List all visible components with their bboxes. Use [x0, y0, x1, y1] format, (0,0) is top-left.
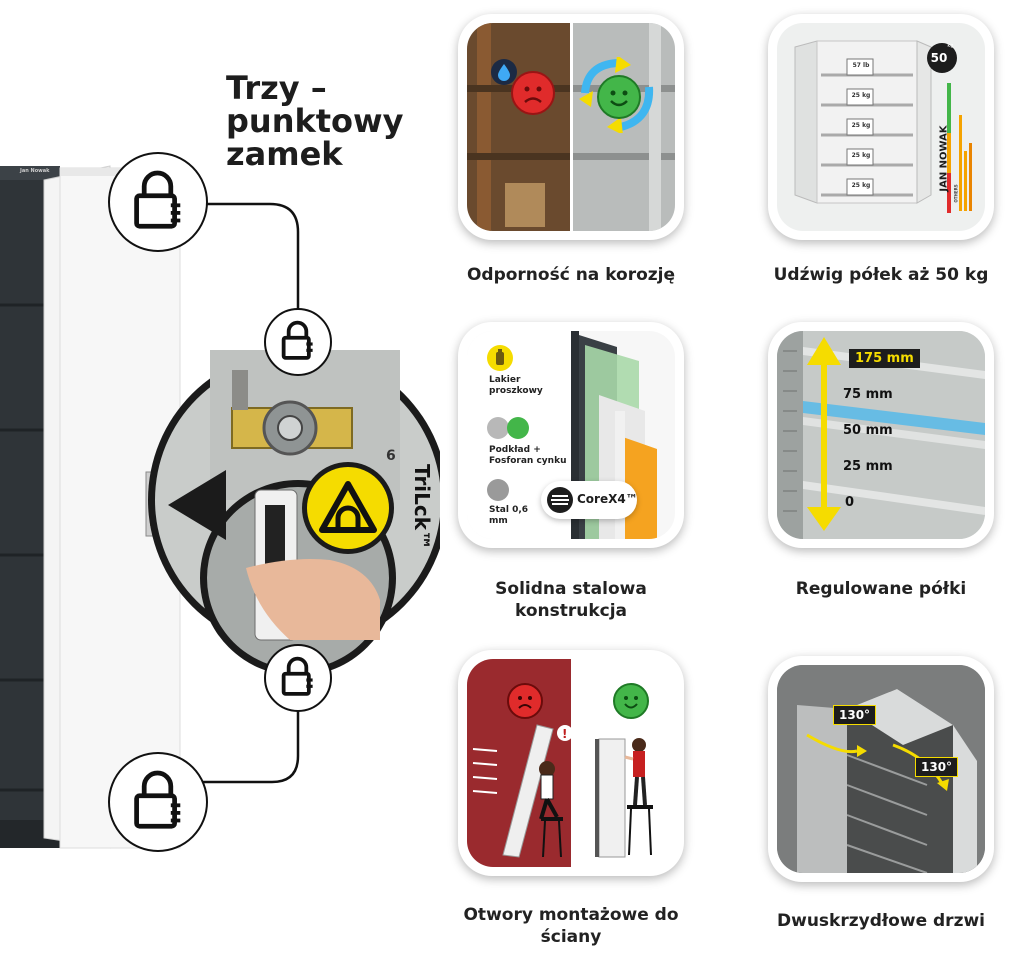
happy-face-icon [613, 683, 649, 719]
tile-construction: Lakier proszkowy Podkład + Fosforan cynk… [458, 322, 684, 548]
powder-paint-icon [487, 345, 513, 371]
height-25-label: 25 mm [843, 459, 893, 474]
shelf-weight-label: 25 kg [851, 152, 871, 159]
angle-left-badge: 130° [833, 705, 877, 725]
sad-face-icon [511, 71, 555, 115]
brand-vertical-label: JAN NOWAK [938, 125, 950, 192]
corex4-badge: CoreX4™ [541, 481, 638, 519]
padlock-circle-low [264, 644, 332, 712]
primer-icon [487, 417, 509, 439]
svg-text:!: ! [562, 727, 567, 741]
height-0-label: 0 [845, 495, 855, 510]
tile-corrosion [458, 14, 684, 240]
cabinet-load-illustration [794, 40, 972, 213]
others-label: OTHERS [953, 184, 959, 203]
tile-shelves: 175 mm 75 mm 50 mm 25 mm 0 [768, 322, 994, 548]
caption-corrosion: Odporność na korozję [466, 265, 676, 285]
padlock-icon [134, 170, 181, 229]
load-badge: 50 kg [927, 43, 957, 73]
caption-double-doors: Dwuskrzydłowe drzwi [777, 911, 985, 931]
layer-paint-label: Lakier proszkowy [489, 375, 543, 396]
trilock-logo-icon [302, 462, 394, 554]
layer-steel-label: Stal 0,6 mm [489, 505, 529, 526]
steel-icon [487, 479, 509, 501]
load-badge-value: 50 [930, 51, 948, 65]
caption-wall-mounting: Otwory montażowe do ściany [463, 905, 679, 947]
padlock-icon [134, 770, 181, 829]
trilock-label: TriLck™ [410, 464, 434, 551]
caption-shelves: Regulowane półki [795, 579, 967, 599]
caption-shelf-load: Udźwig półek aż 50 kg [773, 265, 989, 285]
tile-double-doors: 130° 130° [768, 656, 994, 882]
happy-face-icon [597, 75, 641, 119]
padlock-icon [281, 320, 313, 360]
recycle-arrows-icon [577, 55, 657, 135]
shelf-weight-label: 25 kg [851, 92, 871, 99]
tile-shelf-load: 57 lb 25 kg 25 kg 25 kg 25 kg 50 kg JAN N… [768, 14, 994, 240]
padlock-circle-top [108, 152, 208, 252]
padlock-circle-mid [264, 308, 332, 376]
load-badge-unit: kg [947, 43, 954, 49]
shelf-weight-label: 25 kg [851, 122, 871, 129]
padlock-icon [281, 656, 313, 696]
lock-diagram: 6 Tr [0, 0, 440, 968]
height-175-label: 175 mm [849, 349, 920, 368]
corex4-label: CoreX4™ [577, 492, 638, 506]
tile-wall-mounting: ! [458, 650, 684, 876]
zinc-icon [507, 417, 529, 439]
svg-text:6: 6 [386, 448, 396, 464]
caption-construction: Solidna stalowa konstrukcja [495, 579, 647, 621]
shelf-height-illustration [777, 331, 985, 539]
layer-primer-label: Podkład + Fosforan cynku [489, 445, 567, 466]
tipping-cabinet-illustration: ! [472, 724, 653, 858]
cabinet-brand: Jan Nowak [20, 168, 50, 174]
shelf-weight-label: 57 lb [852, 62, 870, 69]
cabinet-illustration: 6 [0, 165, 440, 849]
padlock-circle-bottom [108, 752, 208, 852]
angle-right-badge: 130° [915, 757, 959, 777]
sad-face-icon [507, 683, 543, 719]
page-title: Trzy – punktowy zamek [226, 69, 404, 173]
double-door-illustration [777, 665, 985, 873]
corex4-icon [547, 487, 573, 513]
height-50-label: 50 mm [843, 423, 893, 438]
shelf-weight-label: 25 kg [851, 182, 871, 189]
height-75-label: 75 mm [843, 387, 893, 402]
water-drop-icon [491, 59, 517, 85]
